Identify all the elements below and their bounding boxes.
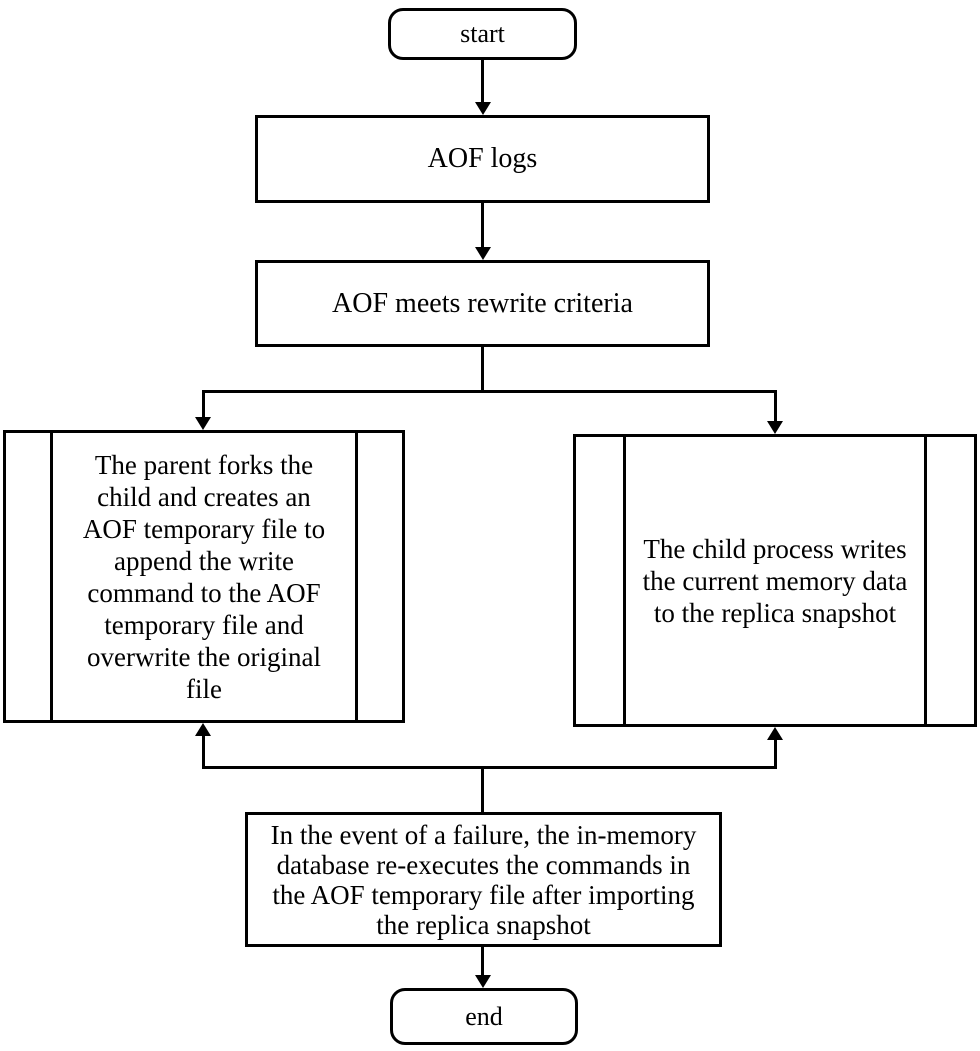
merge-connector-left-arrowhead xyxy=(195,723,211,736)
rewrite-criteria-label: AOF meets rewrite criteria xyxy=(332,287,633,319)
split-connector-horizontal-line xyxy=(202,390,777,393)
parent-forks-inner-left-line xyxy=(50,433,53,720)
split-connector-left-drop-line xyxy=(202,390,205,418)
failure-recovery-node: In the event of a failure, the in-memory… xyxy=(245,812,722,947)
connector-failure-to-end-line xyxy=(481,947,484,976)
child-writes-inner-right-line xyxy=(924,437,927,724)
connector-start-to-aoflogs-arrowhead xyxy=(475,102,491,115)
split-connector-left-arrowhead xyxy=(195,417,211,430)
split-connector-stem-line xyxy=(481,347,484,393)
child-writes-label: The child process writes the current mem… xyxy=(642,533,908,628)
connector-aoflogs-to-criteria-arrowhead xyxy=(475,247,491,260)
merge-connector-right-rise-line xyxy=(774,740,777,769)
failure-recovery-label: In the event of a failure, the in-memory… xyxy=(270,819,697,940)
connector-failure-to-end-arrowhead xyxy=(475,975,491,988)
merge-connector-horizontal-line xyxy=(202,766,777,769)
connector-aoflogs-to-criteria-line xyxy=(481,203,484,248)
start-node: start xyxy=(388,8,577,60)
merge-connector-left-rise-line xyxy=(202,736,205,769)
aof-logs-node: AOF logs xyxy=(255,115,710,203)
child-writes-inner-left-line xyxy=(623,437,626,724)
aof-logs-label: AOF logs xyxy=(427,143,538,174)
end-node: end xyxy=(390,988,578,1045)
split-connector-right-arrowhead xyxy=(767,421,783,434)
child-writes-node: The child process writes the current mem… xyxy=(573,434,977,727)
parent-forks-inner-right-line xyxy=(355,433,358,720)
merge-connector-center-drop-line xyxy=(481,769,484,812)
merge-connector-right-arrowhead xyxy=(767,727,783,740)
end-label: end xyxy=(465,1001,503,1031)
parent-forks-label: The parent forks the child and creates a… xyxy=(82,449,326,704)
start-label: start xyxy=(460,19,505,48)
connector-start-to-aoflogs-line xyxy=(481,60,484,103)
split-connector-right-drop-line xyxy=(774,390,777,422)
parent-forks-node: The parent forks the child and creates a… xyxy=(3,430,405,723)
rewrite-criteria-node: AOF meets rewrite criteria xyxy=(255,260,710,347)
